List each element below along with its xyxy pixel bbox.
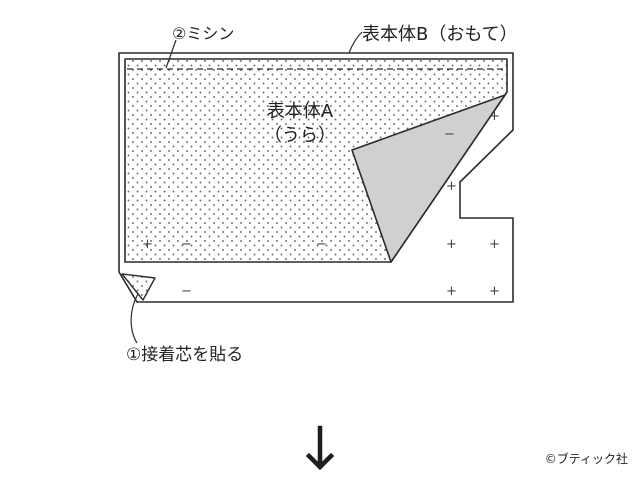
interfacing-corner [121,273,156,301]
stitch-leader [165,39,177,69]
minus-mark: − [181,237,192,252]
minus-mark: − [316,237,327,252]
minus-mark: − [181,284,192,299]
fabric-a-side: （うら） [264,125,336,146]
interfacing-label: ①接着芯を貼る [126,345,244,365]
plus-mark: + [446,179,457,194]
folded-corner-flap [351,94,506,263]
copyright-text: ©ブティック社 [544,452,628,466]
plus-mark: + [142,237,153,252]
interfacing-leader [130,293,139,344]
fabric-a-name: 表本体A [266,101,334,122]
plus-mark: + [489,237,500,252]
plus-mark: + [446,284,457,299]
down-arrow-icon [305,425,335,471]
stitch-label: ②ミシン [172,24,235,43]
plus-mark: + [446,237,457,252]
fabric-b-label: 表本体B（おもて） [362,24,518,45]
plus-mark: + [489,284,500,299]
plus-mark: + [489,109,500,124]
minus-mark: − [444,127,455,142]
fabric-b-leader [348,31,363,54]
fabric-a-label: 表本体A （うら） [240,100,360,148]
